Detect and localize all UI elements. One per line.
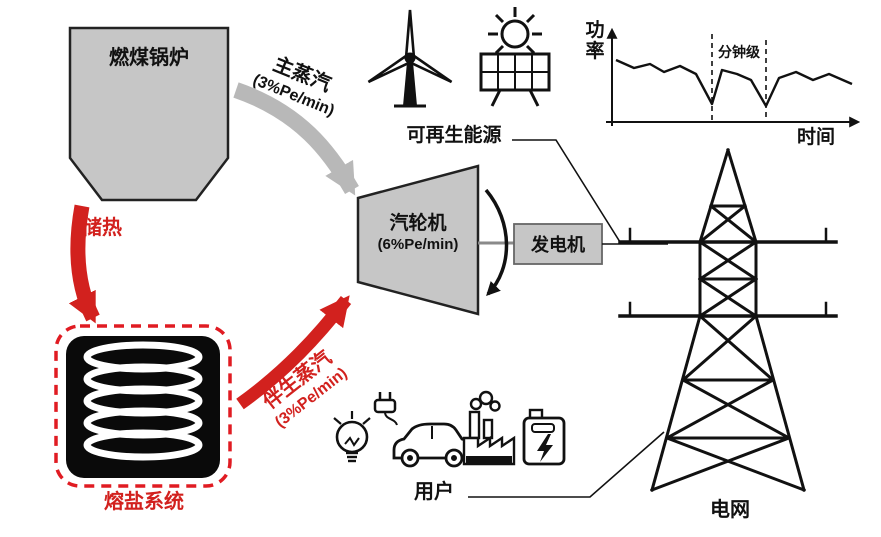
chart-x-axis-label: 时间 <box>796 127 835 148</box>
heat-storage-arrow <box>68 204 100 324</box>
transmission-tower-icon <box>618 148 838 492</box>
connection-lines <box>468 139 668 498</box>
turbine-name: 汽轮机 <box>389 213 447 234</box>
grid-label: 电网 <box>710 499 750 521</box>
rotation-arrow-icon <box>484 188 509 297</box>
users-to-grid-line <box>468 431 665 498</box>
generator-label: 发电机 <box>531 235 585 255</box>
lightbulb-icon <box>333 411 371 463</box>
electric-car-icon <box>392 422 472 468</box>
users-icons <box>333 390 566 468</box>
plug-icon <box>373 392 398 426</box>
users-label: 用户 <box>414 481 454 503</box>
heat-storage-label: 储热 <box>82 217 122 239</box>
main-steam-arrow <box>233 82 359 196</box>
wind-turbine-icon <box>367 9 453 108</box>
molten-salt-dashed-border <box>54 324 232 488</box>
associated-steam-arrow <box>236 295 352 410</box>
turbine-rate: (6%Pe/min) <box>377 235 459 253</box>
molten-salt-label: 熔盐系统 <box>104 491 184 513</box>
turbine-shape <box>356 164 480 316</box>
boiler-label: 燃煤锅炉 <box>109 47 189 69</box>
solar-panel-icon <box>479 7 551 107</box>
power-time-chart <box>606 27 861 128</box>
battery-icon <box>522 408 566 466</box>
turbine-label: 汽轮机 (6%Pe/min) <box>356 212 480 255</box>
power-curve <box>615 58 853 108</box>
renewable-label: 可再生能源 <box>406 125 502 146</box>
sun-icon <box>488 7 542 55</box>
renewable-to-grid-line <box>512 139 621 243</box>
coil-icon <box>83 341 203 461</box>
factory-icon <box>462 390 516 466</box>
boiler-shape <box>68 26 230 202</box>
chart-y-axis-label: 功率 <box>585 20 605 63</box>
chart-annotation: 分钟级 <box>718 44 760 60</box>
molten-salt-system <box>54 324 232 488</box>
